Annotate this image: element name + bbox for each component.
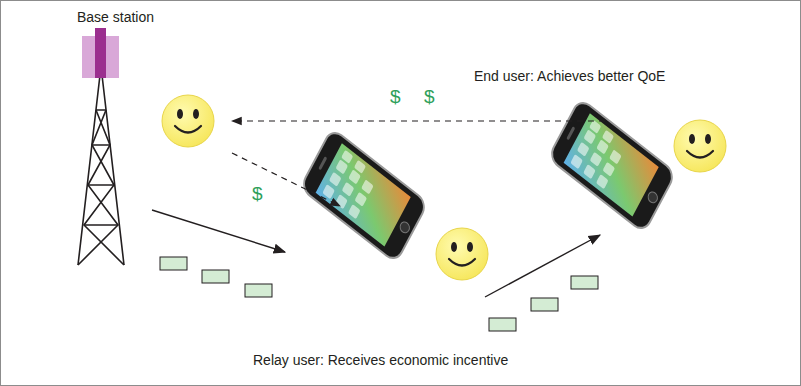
packet bbox=[571, 276, 598, 289]
packet bbox=[245, 284, 272, 297]
packet bbox=[489, 318, 516, 331]
relay-user-label: Relay user: Receives economic incentive bbox=[253, 352, 508, 369]
packet bbox=[160, 257, 187, 270]
data-arrow bbox=[485, 235, 600, 297]
smiley-relay bbox=[436, 228, 488, 280]
packet bbox=[202, 270, 229, 283]
end-user-label: End user: Achieves better QoE bbox=[474, 68, 665, 85]
base-station-tower bbox=[78, 75, 124, 265]
dollar-sign: $ bbox=[252, 183, 263, 206]
payment-arrow bbox=[232, 153, 340, 206]
payment-arrow bbox=[232, 120, 605, 121]
dollar-sign: $ bbox=[390, 86, 401, 109]
data-arrow bbox=[152, 210, 285, 252]
end-phone bbox=[548, 98, 676, 233]
dollar-sign: $ bbox=[424, 86, 435, 109]
smiley-end bbox=[674, 120, 726, 172]
antenna bbox=[95, 28, 106, 78]
relay-phone bbox=[300, 128, 428, 263]
packet bbox=[531, 298, 558, 311]
station-label: Base station bbox=[77, 9, 154, 26]
smiley-base bbox=[162, 95, 214, 147]
